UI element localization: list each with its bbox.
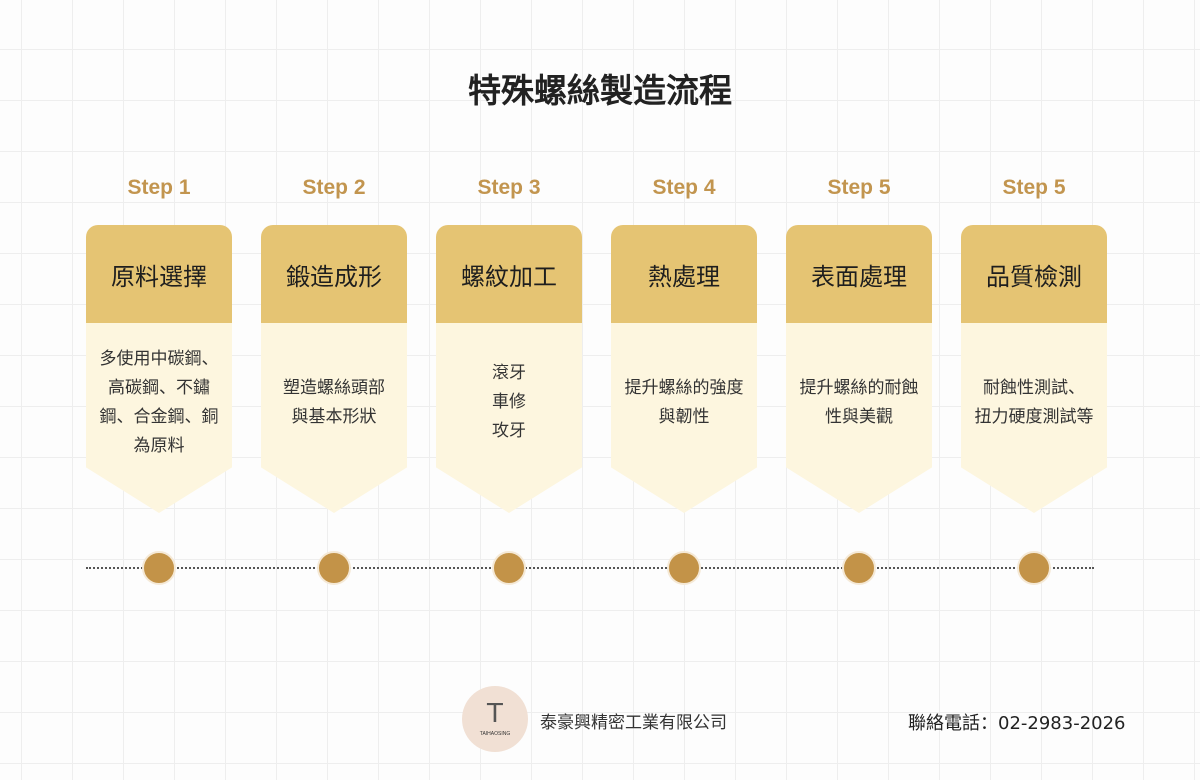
step-title: 鍛造成形 <box>261 225 407 323</box>
step-label: Step 1 <box>127 176 191 199</box>
timeline-dot <box>317 551 351 585</box>
process-step: Step 5 品質檢測 耐蝕性測試、 扭力硬度測試等 <box>961 176 1107 513</box>
step-card: 原料選擇 多使用中碳鋼、 高碳鋼、不鏽 鋼、合金鋼、銅 為原料 <box>86 225 232 513</box>
step-description: 多使用中碳鋼、 高碳鋼、不鏽 鋼、合金鋼、銅 為原料 <box>99 348 219 456</box>
company-logo: T TAIHAOSING <box>462 686 528 752</box>
step-body: 塑造螺絲頭部 與基本形狀 <box>261 323 407 513</box>
timeline-dot <box>1017 551 1051 585</box>
step-description: 提升螺絲的耐蝕 性與美觀 <box>799 377 919 427</box>
process-step: Step 4 熱處理 提升螺絲的強度 與韌性 <box>611 176 757 513</box>
timeline-dot <box>492 551 526 585</box>
step-body: 滾牙 車修 攻牙 <box>436 323 582 513</box>
step-body: 提升螺絲的耐蝕 性與美觀 <box>786 323 932 513</box>
timeline-dot <box>142 551 176 585</box>
step-title: 原料選擇 <box>86 225 232 323</box>
step-label: Step 5 <box>1002 176 1066 199</box>
contact-phone: 聯絡電話：02-2983-2026 <box>908 713 1126 734</box>
step-title: 表面處理 <box>786 225 932 323</box>
step-description: 滾牙 車修 攻牙 <box>492 363 526 441</box>
step-description: 提升螺絲的強度 與韌性 <box>624 377 744 427</box>
step-title: 熱處理 <box>611 225 757 323</box>
step-title: 螺紋加工 <box>436 225 582 323</box>
company-name: 泰豪興精密工業有限公司 <box>540 713 727 733</box>
step-card: 表面處理 提升螺絲的耐蝕 性與美觀 <box>786 225 932 513</box>
timeline-dot <box>842 551 876 585</box>
step-body: 提升螺絲的強度 與韌性 <box>611 323 757 513</box>
step-body: 耐蝕性測試、 扭力硬度測試等 <box>961 323 1107 513</box>
process-step: Step 2 鍛造成形 塑造螺絲頭部 與基本形狀 <box>261 176 407 513</box>
process-step: Step 1 原料選擇 多使用中碳鋼、 高碳鋼、不鏽 鋼、合金鋼、銅 為原料 <box>86 176 232 513</box>
step-card: 螺紋加工 滾牙 車修 攻牙 <box>436 225 582 513</box>
step-label: Step 5 <box>827 176 891 199</box>
process-step: Step 3 螺紋加工 滾牙 車修 攻牙 <box>436 176 582 513</box>
step-label: Step 2 <box>302 176 366 199</box>
step-card: 品質檢測 耐蝕性測試、 扭力硬度測試等 <box>961 225 1107 513</box>
timeline-dot <box>667 551 701 585</box>
step-body: 多使用中碳鋼、 高碳鋼、不鏽 鋼、合金鋼、銅 為原料 <box>86 323 232 513</box>
step-description: 塑造螺絲頭部 與基本形狀 <box>283 377 385 427</box>
step-description: 耐蝕性測試、 扭力硬度測試等 <box>974 377 1094 427</box>
step-label: Step 3 <box>477 176 541 199</box>
step-card: 熱處理 提升螺絲的強度 與韌性 <box>611 225 757 513</box>
step-card: 鍛造成形 塑造螺絲頭部 與基本形狀 <box>261 225 407 513</box>
page-title: 特殊螺絲製造流程 <box>468 71 732 110</box>
process-step: Step 5 表面處理 提升螺絲的耐蝕 性與美觀 <box>786 176 932 513</box>
timeline-line <box>86 567 1094 569</box>
step-label: Step 4 <box>652 176 716 199</box>
step-title: 品質檢測 <box>961 225 1107 323</box>
